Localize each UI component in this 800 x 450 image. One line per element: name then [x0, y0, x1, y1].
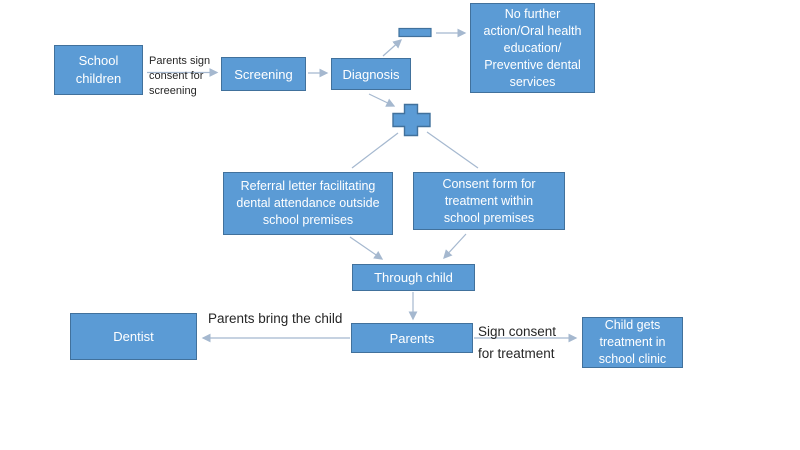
node-no-further-action: No further action/Oral health education/…	[470, 3, 595, 93]
node-through-child-label: Through child	[374, 270, 453, 285]
node-parents: Parents	[351, 323, 473, 353]
node-school-children-label: School children	[75, 53, 122, 86]
node-screening-label: Screening	[234, 66, 293, 82]
node-referral-letter-label: Referral letter facilitating dental atte…	[236, 179, 380, 227]
edge-plus-consentform	[426, 131, 479, 169]
edge-referralletter-throughchild	[349, 236, 384, 260]
edge-label-bring-child: Parents bring the child	[208, 311, 343, 326]
node-dentist: Dentist	[70, 313, 197, 360]
edge-label-treatment-consent: Sign consent for treatment	[478, 324, 557, 361]
node-no-further-action-label: No further action/Oral health education/…	[483, 6, 582, 89]
node-school-children: School children	[54, 45, 143, 95]
edge-diagnosis-minus	[382, 39, 403, 57]
plus-icon	[392, 103, 431, 137]
edge-diagnosis-plus	[368, 93, 396, 107]
minus-icon	[398, 27, 432, 38]
node-dentist-label: Dentist	[113, 329, 154, 344]
edge-label-screening-consent: Parents sign consent for screening	[149, 55, 211, 97]
node-child-treatment-label: Child gets treatment in school clinic	[598, 318, 667, 366]
node-consent-form-label: Consent form for treatment within school…	[442, 176, 536, 225]
node-screening: Screening	[221, 57, 306, 91]
node-referral-letter: Referral letter facilitating dental atte…	[223, 172, 393, 235]
edge-plus-referralletter	[351, 132, 399, 169]
node-diagnosis: Diagnosis	[331, 58, 411, 90]
node-parents-label: Parents	[389, 330, 435, 346]
node-through-child: Through child	[352, 264, 475, 291]
node-diagnosis-label: Diagnosis	[342, 66, 400, 82]
edge-consentform-throughchild	[443, 233, 467, 259]
node-child-treatment: Child gets treatment in school clinic	[582, 317, 683, 368]
node-consent-form: Consent form for treatment within school…	[413, 172, 565, 230]
